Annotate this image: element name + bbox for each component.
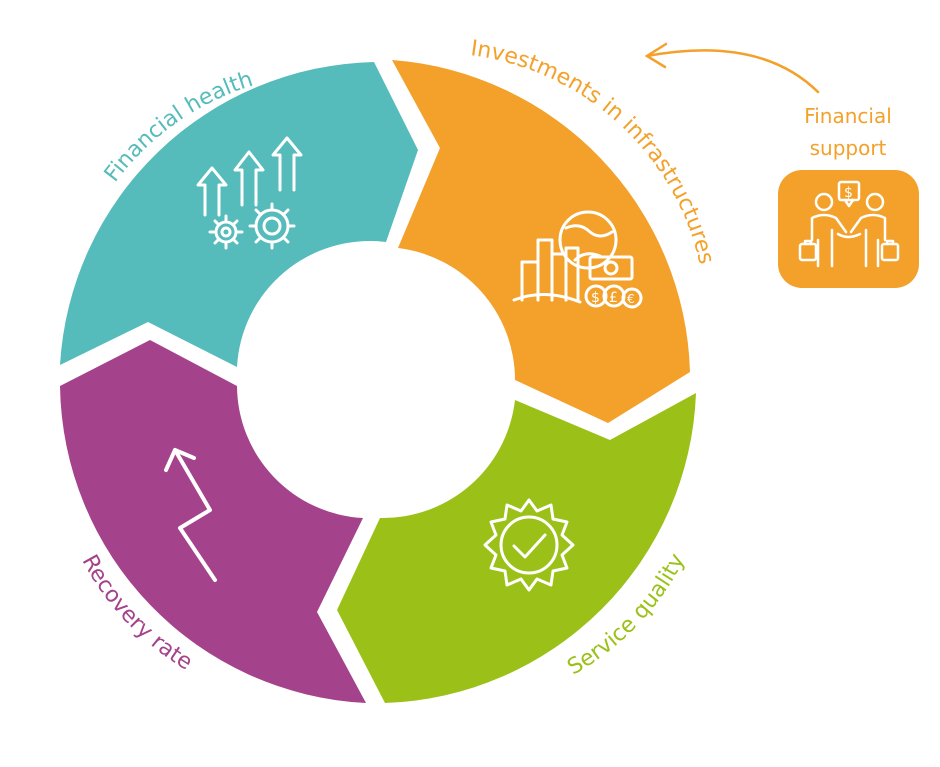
svg-text:€: € bbox=[627, 292, 635, 306]
financial-support-box: $ bbox=[778, 170, 919, 288]
svg-text:$: $ bbox=[591, 290, 600, 306]
zigzag-arrow-icon bbox=[164, 448, 217, 582]
handshake-deal-icon: $ bbox=[798, 180, 900, 268]
financial-support-caption: Financial support bbox=[790, 100, 906, 164]
segment-recovery-rate bbox=[60, 340, 366, 703]
growth-gears-icon bbox=[196, 136, 303, 250]
segment-financial-health bbox=[60, 62, 418, 367]
infrastructure-currency-icon: $ £ € bbox=[512, 210, 643, 309]
financial-support-caption-line2: support bbox=[809, 136, 887, 160]
svg-text:£: £ bbox=[609, 290, 618, 306]
financial-support-caption-line1: Financial bbox=[804, 104, 892, 128]
curved-arrow-icon bbox=[644, 42, 820, 94]
quality-badge-check-icon bbox=[483, 498, 575, 592]
svg-text:$: $ bbox=[844, 185, 853, 201]
